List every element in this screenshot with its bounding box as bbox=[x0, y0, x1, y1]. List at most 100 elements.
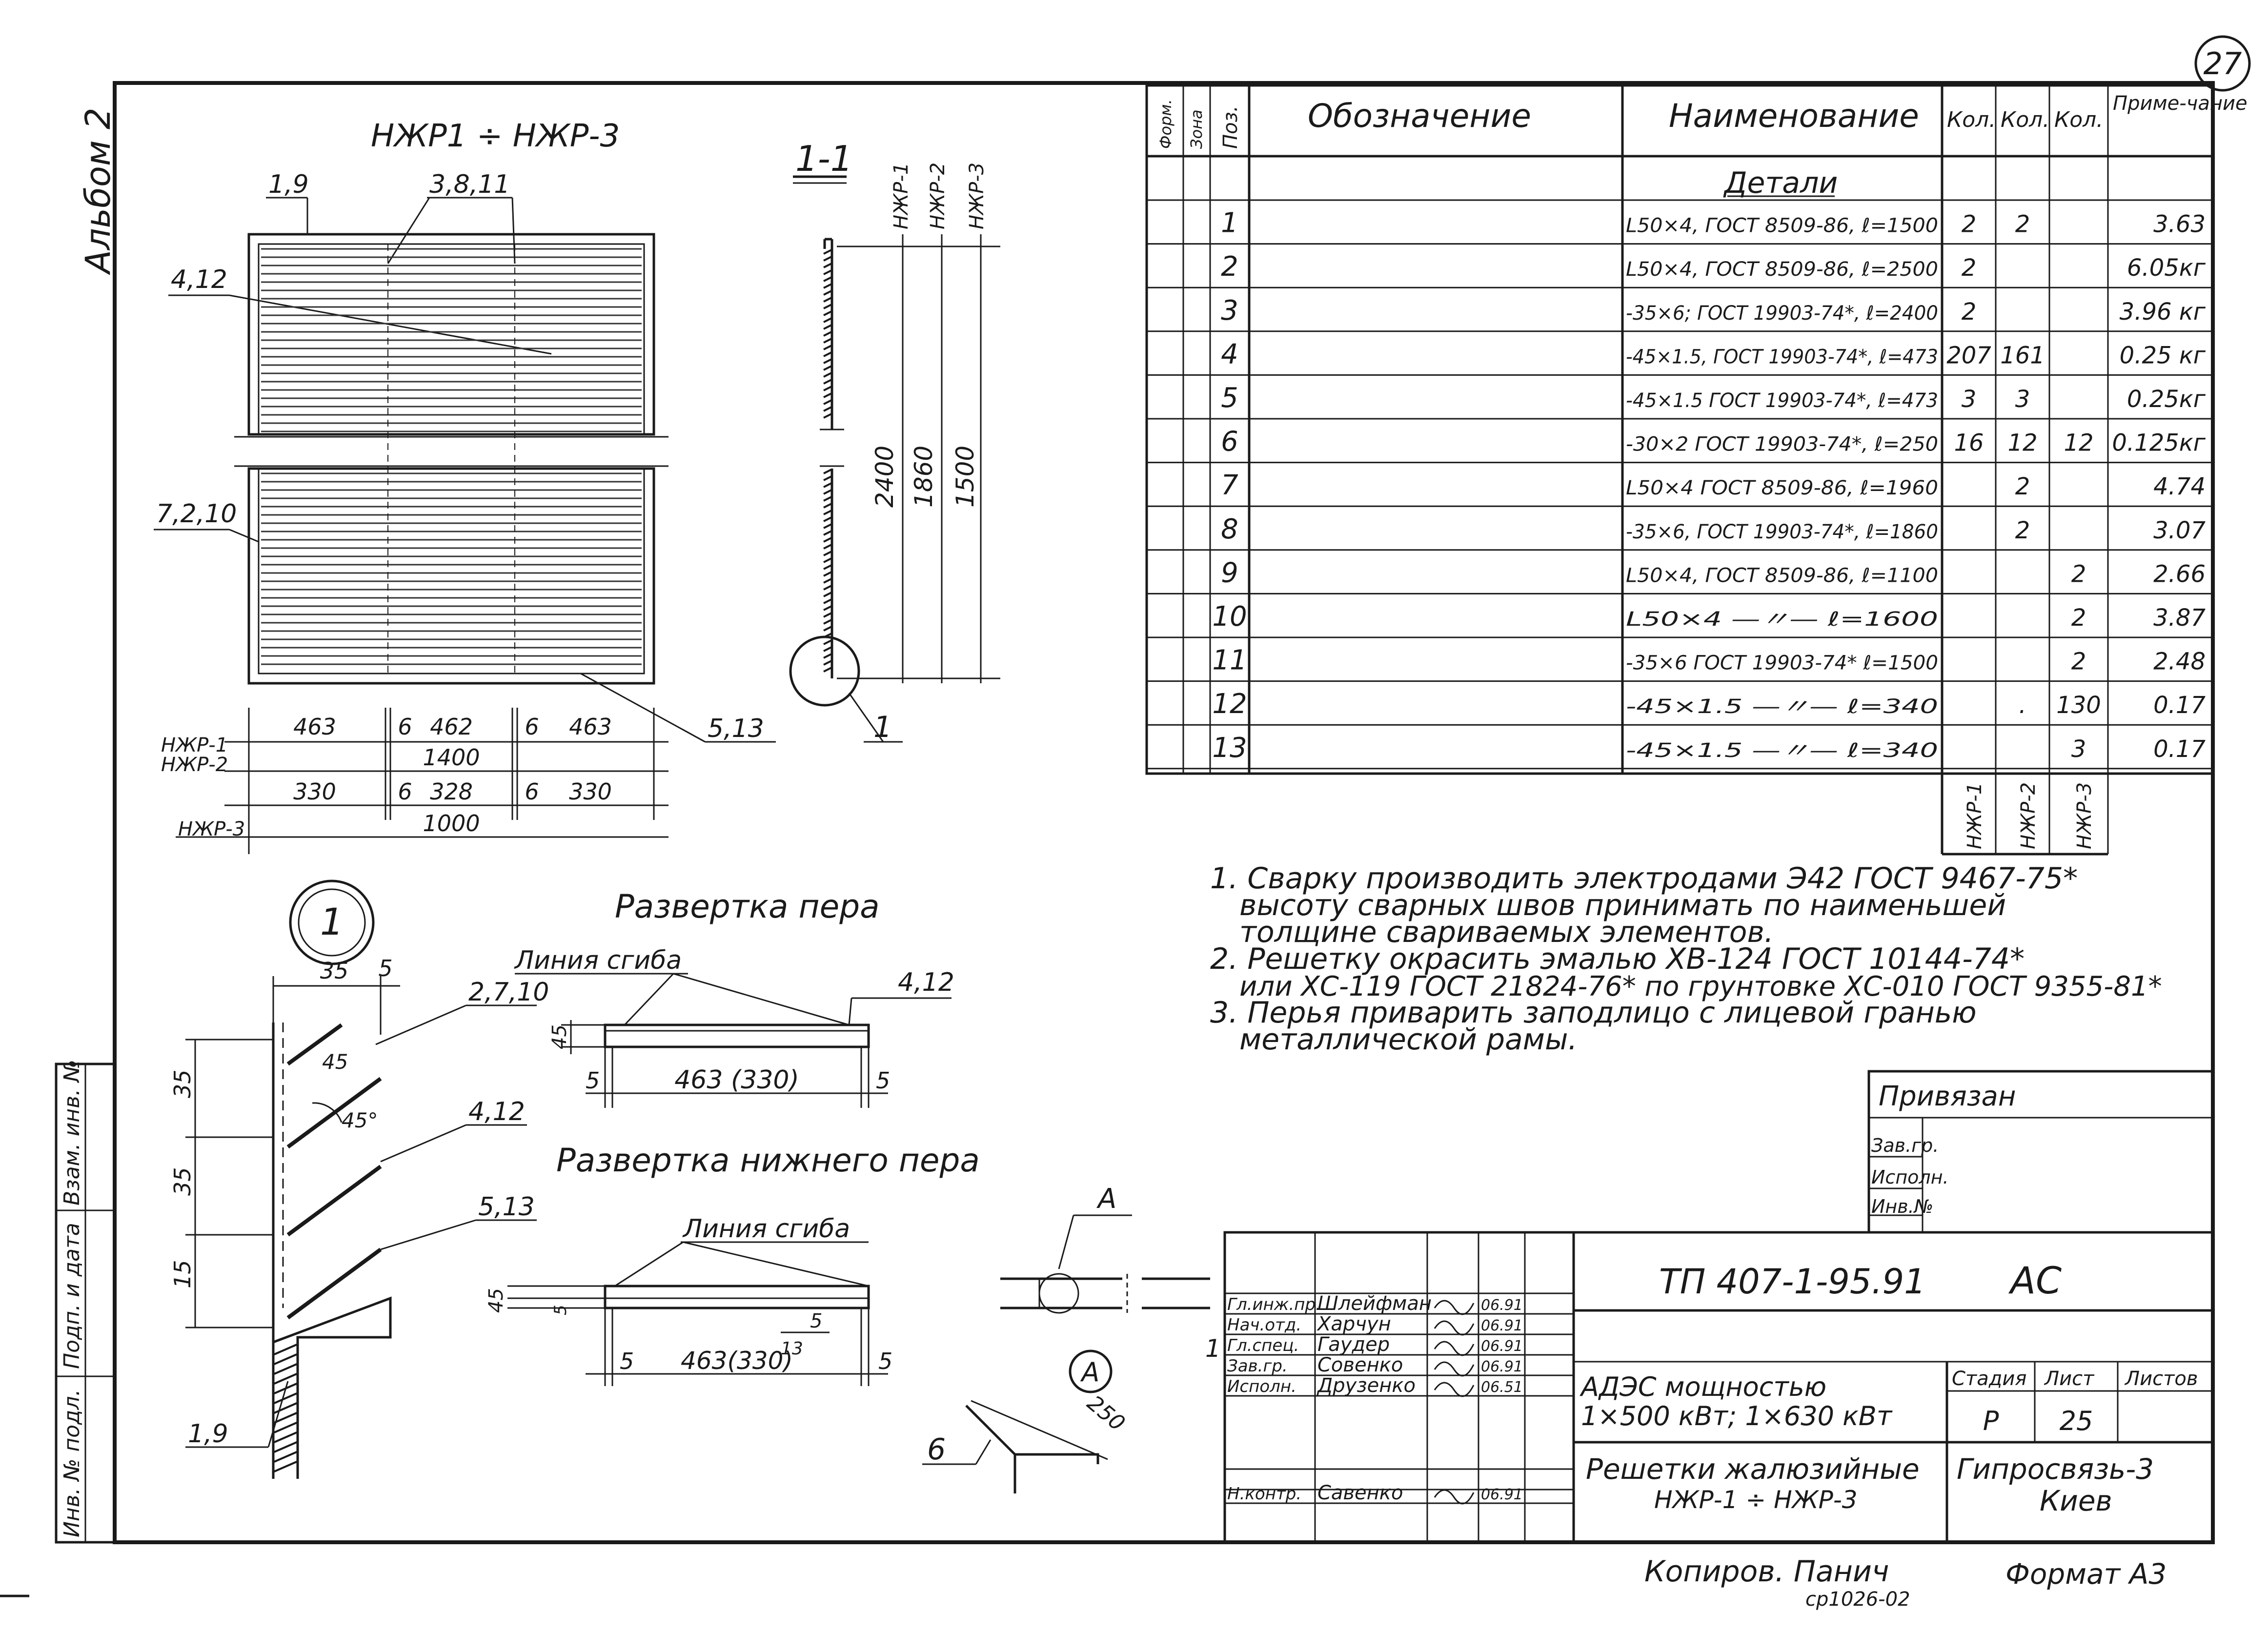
spec-footer-3: НЖР-3 bbox=[2073, 782, 2096, 849]
spec-note: 0.125кг bbox=[2112, 429, 2206, 457]
spec-qty1: 16 bbox=[1954, 429, 1984, 457]
section-hatch bbox=[823, 256, 832, 262]
spec-note: 0.25 кг bbox=[2120, 342, 2206, 369]
feather-callout: 4,12 bbox=[898, 968, 954, 997]
footer-code: ср1026-02 bbox=[1805, 1588, 1910, 1611]
lower-feather-title: Развертка нижнего пера bbox=[556, 1142, 980, 1179]
section-col-2: НЖР-2 bbox=[927, 163, 949, 229]
signer-role: Исполн. bbox=[1227, 1377, 1296, 1396]
spec-note: 2.48 bbox=[2153, 648, 2206, 675]
spec-note: 0.17 bbox=[2153, 736, 2206, 763]
note-line-6: 3. Перья приварить заподлицо с лицевой г… bbox=[1210, 996, 1977, 1030]
section-callout: 1 bbox=[873, 710, 892, 744]
label-nzhr-2: НЖР-2 bbox=[161, 754, 228, 776]
spec-qty3: 2 bbox=[2071, 648, 2086, 675]
dim-1400: 1400 bbox=[423, 744, 480, 771]
section-hatch bbox=[823, 639, 832, 645]
spec-name: -35×6, ГОСТ 19903-74*, ℓ=1860 bbox=[1626, 521, 1938, 543]
section-hatch bbox=[823, 551, 832, 556]
section-hatch bbox=[823, 372, 832, 378]
signer-date: 06.91 bbox=[1481, 1317, 1523, 1334]
spec-pos: 3 bbox=[1221, 295, 1238, 327]
height-2400: 2400 bbox=[871, 446, 899, 508]
spec-h-name: Наименование bbox=[1669, 97, 1919, 135]
node-callout-1-9: 1,9 bbox=[188, 1419, 228, 1449]
node-hatch bbox=[274, 1373, 297, 1385]
node-hatch bbox=[274, 1441, 297, 1453]
privyazan-row-3: Инв.№ bbox=[1871, 1196, 1933, 1217]
note-line-4: 2. Решетку окрасить эмалью ХВ-124 ГОСТ 1… bbox=[1210, 942, 2025, 976]
spec-h-pos: Поз. bbox=[1219, 105, 1242, 149]
section-hatch bbox=[823, 571, 832, 577]
section-hatch bbox=[823, 324, 832, 330]
spec-pos: 5 bbox=[1221, 382, 1238, 414]
section-hatch bbox=[823, 413, 832, 419]
node-callout-5-13: 5,13 bbox=[478, 1192, 535, 1222]
spec-pos: 13 bbox=[1212, 732, 1247, 764]
node-angle-45: 45 bbox=[322, 1050, 348, 1074]
callout-1-9: 1,9 bbox=[268, 170, 309, 199]
section-hatch bbox=[823, 406, 832, 412]
note-line-7: металлической рамы. bbox=[1239, 1022, 1578, 1057]
section-hatch bbox=[823, 276, 832, 282]
spec-pos: 6 bbox=[1221, 426, 1238, 458]
node-left-35-a: 35 bbox=[169, 1069, 196, 1098]
feather-view: Развертка пера Линия сгиба 4,12 45 5 463… bbox=[514, 888, 954, 1108]
dim-463-a: 463 bbox=[293, 714, 336, 740]
dim-6-a: 6 bbox=[398, 714, 412, 740]
signer-name: Харчун bbox=[1316, 1313, 1391, 1335]
lower-feather-height: 45 bbox=[485, 1288, 507, 1313]
feather-dim-5-b: 5 bbox=[876, 1067, 890, 1094]
section-hatch bbox=[823, 564, 832, 570]
section-hatch bbox=[823, 297, 832, 303]
spec-name: -45×1.5 —〃— ℓ=340 bbox=[1626, 739, 1938, 762]
section-hatch bbox=[823, 523, 832, 529]
section-hatch bbox=[823, 626, 832, 632]
label-nzhr-1: НЖР-1 bbox=[161, 734, 228, 756]
signature bbox=[1434, 1320, 1475, 1336]
feather-title: Развертка пера bbox=[615, 888, 880, 925]
section-col-3: НЖР-3 bbox=[966, 163, 988, 229]
section-hatch bbox=[823, 516, 832, 522]
spec-name: -45×1.5 ГОСТ 19903-74*, ℓ=473 bbox=[1626, 389, 1938, 412]
spec-note: 0.17 bbox=[2153, 692, 2206, 719]
section-hatch bbox=[823, 263, 832, 268]
spec-note: 4.74 bbox=[2153, 473, 2206, 500]
title-stage-header: Стадия bbox=[1952, 1368, 2026, 1390]
spec-pos: 8 bbox=[1221, 513, 1238, 545]
section-view: 1-1 НЖР-1 НЖР-2 НЖР-3 2400 1860 1500 1 bbox=[789, 138, 1000, 744]
spec-name: L50×4 —〃— ℓ=1600 bbox=[1626, 608, 1938, 631]
callout-4-12: 4,12 bbox=[171, 265, 227, 294]
spec-qty2: 2 bbox=[2015, 517, 2030, 544]
section-hatch bbox=[823, 317, 832, 323]
side-stamp: Инв. № подл. Подп. и дата Взам. инв. № bbox=[55, 1060, 116, 1544]
label-nzhr-3: НЖР-3 bbox=[178, 818, 245, 840]
spec-qty2: 3 bbox=[2015, 386, 2030, 413]
spec-name: L50×4, ГОСТ 8509-86, ℓ=1100 bbox=[1626, 564, 1938, 587]
section-hatch bbox=[823, 283, 832, 289]
section-col-1: НЖР-1 bbox=[890, 163, 912, 229]
spec-name: -35×6; ГОСТ 19903-74*, ℓ=2400 bbox=[1626, 302, 1938, 325]
signer-date: 06.91 bbox=[1481, 1297, 1523, 1314]
spec-name: -45×1.5 —〃— ℓ=340 bbox=[1626, 695, 1938, 718]
sheet-border bbox=[113, 81, 2215, 1544]
spec-qty3: 12 bbox=[2064, 429, 2093, 457]
dim-1000: 1000 bbox=[423, 810, 480, 837]
signature bbox=[1434, 1489, 1475, 1505]
section-hatch bbox=[823, 386, 832, 391]
node-mark: 1 bbox=[320, 900, 344, 943]
section-hatch bbox=[823, 358, 832, 364]
signer-date: 06.91 bbox=[1481, 1486, 1523, 1503]
section-hatch bbox=[823, 557, 832, 563]
node-callout-2-7-10: 2,7,10 bbox=[468, 978, 549, 1007]
spec-name: -30×2 ГОСТ 19903-74*, ℓ=250 bbox=[1626, 433, 1938, 456]
spec-pos: 2 bbox=[1221, 251, 1238, 283]
note-line-5: или ХС-119 ГОСТ 21824-76* по грунтовке Х… bbox=[1239, 971, 2162, 1002]
